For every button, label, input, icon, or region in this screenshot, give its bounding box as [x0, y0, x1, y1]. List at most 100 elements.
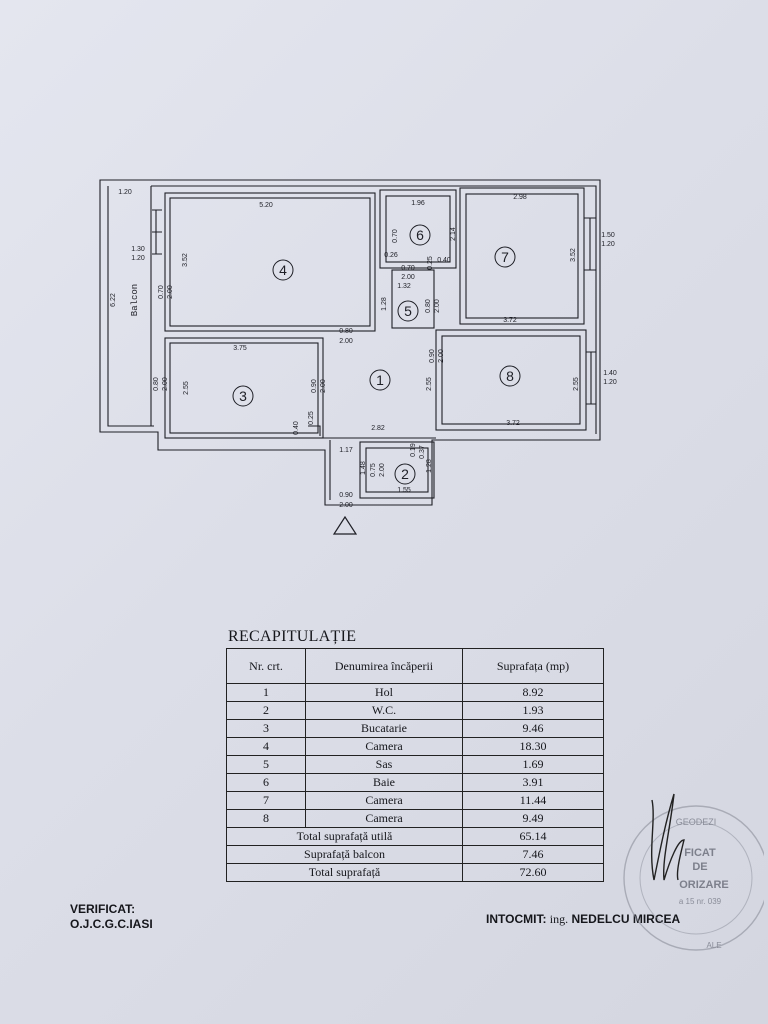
- room-number: 3: [239, 388, 247, 404]
- row-name: Camera: [305, 737, 463, 756]
- dim-label: 2.00: [320, 379, 327, 393]
- room-number: 1: [376, 372, 384, 388]
- dim-label: 5.20: [259, 202, 273, 209]
- dim-label: 1.30: [131, 246, 145, 253]
- dim-label: 2.14: [450, 227, 457, 241]
- row-nr: 8: [226, 809, 306, 828]
- balcony-label: Balcon: [130, 284, 140, 316]
- row-nr: 4: [226, 737, 306, 756]
- dim-label: 2.55: [426, 377, 433, 391]
- room-3-inner: [169, 342, 319, 434]
- room-1-circle: [369, 369, 391, 391]
- dim-label: 6.22: [110, 293, 117, 307]
- dim-label: 0.37: [419, 445, 426, 459]
- header-area: Suprafața (mp): [462, 648, 604, 684]
- room-8-inner: [441, 335, 581, 425]
- room-3-circle: [232, 385, 254, 407]
- dim-label: 1.48: [360, 461, 367, 475]
- dim-label: 0.40: [437, 257, 451, 264]
- dim-label: 0.80: [339, 328, 353, 335]
- dim-label: 0.70: [158, 285, 165, 299]
- header-nr: Nr. crt.: [226, 648, 306, 684]
- room-number: 6: [416, 227, 424, 243]
- dim-label: 2.00: [434, 299, 441, 313]
- row-area: 11.44: [462, 791, 604, 810]
- row-area: 9.49: [462, 809, 604, 828]
- row-area: 9.46: [462, 719, 604, 738]
- dim-label: 2.00: [339, 502, 353, 509]
- row-name: Baie: [305, 773, 463, 792]
- prepared-name: NEDELCU MIRCEA: [571, 912, 681, 926]
- table-header-row: Nr. crt. Denumirea încăperii Suprafața (…: [226, 648, 604, 684]
- dim-label: 1.50: [601, 232, 615, 239]
- room-number: 8: [506, 368, 514, 384]
- dim-label: 0.70: [392, 229, 399, 243]
- room-8-circle: [499, 365, 521, 387]
- prepared-by: INTOCMIT: ing. NEDELCU MIRCEA: [486, 912, 680, 927]
- row-nr: 6: [226, 773, 306, 792]
- dim-label: 2.00: [379, 463, 386, 477]
- row-nr: 5: [226, 755, 306, 774]
- recap-title: RECAPITULAȚIE: [228, 628, 357, 645]
- room-5-wall: [391, 269, 435, 329]
- room-2-inner: [365, 447, 429, 493]
- dim-label: 1.32: [397, 283, 411, 290]
- dim-label: 0.80: [425, 299, 432, 313]
- room-3-wall: [164, 337, 324, 439]
- room-7-inner: [465, 193, 579, 319]
- room-6-wall: [379, 189, 457, 269]
- dim-label: 1.40: [603, 370, 617, 377]
- dim-label: 2.00: [167, 285, 174, 299]
- stamp-inner-ring: [639, 821, 753, 935]
- dim-label: 1.96: [411, 200, 425, 207]
- dim-label: 2.00: [162, 377, 169, 391]
- header-name: Denumirea încăperii: [305, 648, 463, 684]
- dim-label: 3.75: [233, 345, 247, 352]
- kitchen-niche: [308, 425, 321, 436]
- row-name: Camera: [305, 791, 463, 810]
- dim-label: 2.55: [573, 377, 580, 391]
- row-area: 1.69: [462, 755, 604, 774]
- row-nr: 2: [226, 701, 306, 720]
- stamp-ring: [623, 805, 764, 951]
- dim-label: 2.00: [438, 349, 445, 363]
- room-number: 4: [279, 262, 287, 278]
- dim-label: 2.00: [339, 338, 353, 345]
- total-label: Total suprafață utilă: [226, 827, 463, 846]
- room-6-circle: [409, 224, 431, 246]
- entry-arrow-icon: [332, 515, 358, 535]
- dim-label: 1.20: [601, 241, 615, 248]
- row-nr: 7: [226, 791, 306, 810]
- dim-label: 0.80: [153, 377, 160, 391]
- room-4-wall: [164, 192, 376, 332]
- row-area: 18.30: [462, 737, 604, 756]
- dim-label: 3.52: [182, 253, 189, 267]
- dim-label: 0.40: [293, 421, 300, 435]
- row-nr: 3: [226, 719, 306, 738]
- row-name: Bucatarie: [305, 719, 463, 738]
- dim-label: 3.72: [503, 317, 517, 324]
- dim-label: 0.26: [384, 252, 398, 259]
- room-number: 5: [404, 303, 412, 319]
- room-5-circle: [397, 300, 419, 322]
- dim-label: 1.20: [131, 255, 145, 262]
- dim-label: 2.82: [371, 425, 385, 432]
- dim-label: 1.55: [397, 487, 411, 494]
- window-room-4: [152, 209, 162, 255]
- total-value: 72.60: [462, 863, 604, 882]
- dim-label: 2.00: [401, 274, 415, 281]
- row-name: W.C.: [305, 701, 463, 720]
- room-2-wall: [359, 441, 435, 499]
- dim-label: 0.25: [427, 256, 434, 270]
- dim-label: 1.20: [118, 189, 132, 196]
- room-8-wall: [435, 329, 587, 431]
- total-label: Suprafață balcon: [226, 845, 463, 864]
- dim-label: 1.28: [381, 297, 388, 311]
